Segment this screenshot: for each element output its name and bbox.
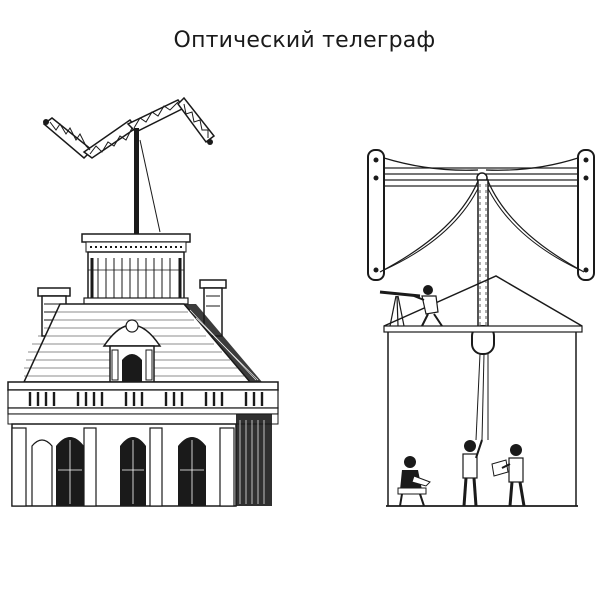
reading-operator bbox=[491, 444, 526, 507]
page-title: Оптический телеграф bbox=[173, 28, 436, 53]
central-pole bbox=[471, 172, 495, 441]
semaphore-mast bbox=[134, 128, 139, 234]
building-with-semaphore bbox=[7, 96, 279, 507]
seated-operator bbox=[397, 456, 431, 507]
rooftop-cupola bbox=[81, 233, 191, 305]
telescope-operator bbox=[379, 285, 443, 327]
station-house bbox=[383, 275, 583, 507]
facade bbox=[11, 414, 272, 507]
semaphore-arms bbox=[42, 96, 216, 160]
mast-rope bbox=[139, 139, 161, 233]
dormer-window bbox=[102, 319, 162, 383]
semaphore-cross-section bbox=[367, 149, 595, 507]
rope-operator bbox=[462, 439, 483, 507]
balustrade bbox=[7, 381, 279, 425]
